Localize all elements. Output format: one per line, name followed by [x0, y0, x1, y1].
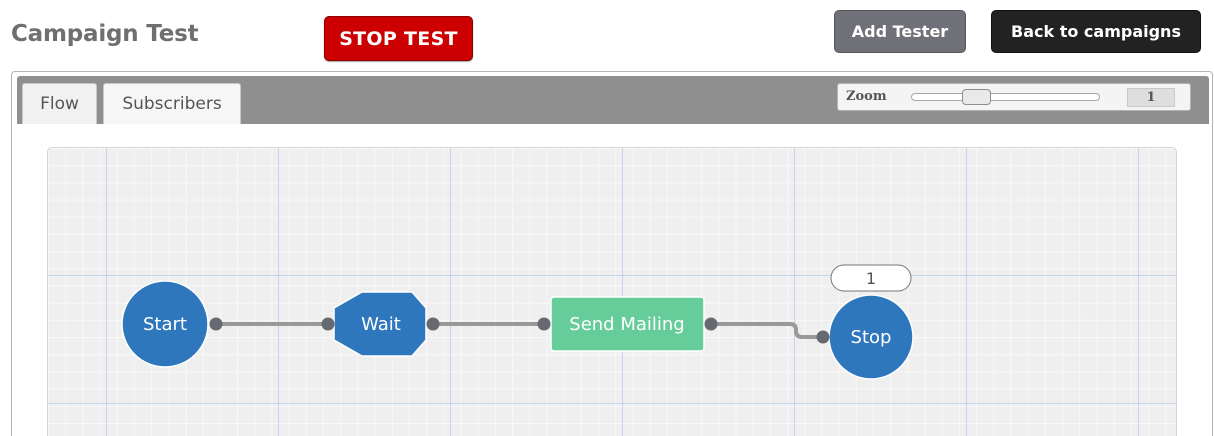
flow-canvas[interactable]: Start Wait Send Mailing 1: [47, 147, 1177, 436]
page-title: Campaign Test: [11, 21, 199, 47]
port-start-out[interactable]: [209, 317, 223, 331]
port-wait-out[interactable]: [426, 317, 440, 331]
tab-subscribers[interactable]: Subscribers: [103, 83, 241, 124]
flow-node-wait[interactable]: Wait: [333, 291, 427, 357]
connector-send-stop: [711, 322, 823, 339]
port-stop-in[interactable]: [816, 330, 830, 344]
zoom-slider-handle[interactable]: [962, 89, 991, 105]
node-label-wait: Wait: [361, 314, 401, 335]
stop-test-button[interactable]: STOP TEST: [324, 16, 473, 61]
add-tester-button[interactable]: Add Tester: [834, 10, 966, 53]
stop-count-value: 1: [866, 269, 876, 288]
flow-diagram: Start Wait Send Mailing 1: [121, 264, 914, 380]
flow-node-send-mailing[interactable]: Send Mailing: [550, 296, 705, 352]
zoom-label: Zoom: [846, 89, 887, 104]
back-to-campaigns-button[interactable]: Back to campaigns: [991, 10, 1201, 53]
node-label-start: Start: [143, 314, 187, 335]
flow-node-stop[interactable]: Stop: [828, 294, 914, 380]
stop-count-badge: 1: [830, 264, 912, 292]
zoom-slider-track[interactable]: [911, 93, 1100, 101]
port-send-out[interactable]: [704, 317, 718, 331]
node-label-send-mailing: Send Mailing: [569, 314, 684, 335]
node-label-stop: Stop: [851, 327, 892, 348]
flow-node-start[interactable]: Start: [121, 280, 209, 368]
port-wait-in[interactable]: [321, 317, 335, 331]
zoom-control: Zoom 1: [837, 83, 1191, 111]
tab-flow[interactable]: Flow: [22, 83, 97, 124]
port-send-in[interactable]: [537, 317, 551, 331]
zoom-value: 1: [1127, 88, 1175, 107]
